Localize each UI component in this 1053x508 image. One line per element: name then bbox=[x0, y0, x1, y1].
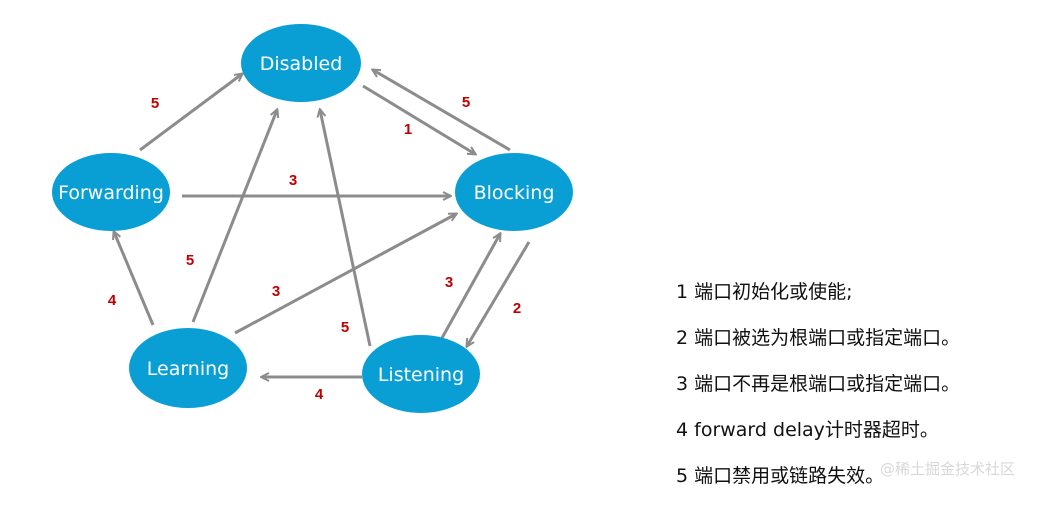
node-listening-label: Listening bbox=[378, 364, 464, 386]
edge-label-disabled-to-blocking: 1 bbox=[404, 121, 412, 138]
legend-item-3: 3 端口不再是根端口或指定端口。 bbox=[676, 373, 961, 395]
node-learning-label: Learning bbox=[147, 358, 230, 380]
node-learning: Learning bbox=[129, 328, 247, 408]
edge-label-blocking-to-listening: 2 bbox=[513, 300, 521, 317]
legend-item-2: 2 端口被选为根端口或指定端口。 bbox=[676, 327, 961, 349]
edge-listening-to-blocking bbox=[440, 234, 500, 339]
edge-label-learning-to-forwarding: 4 bbox=[108, 292, 117, 309]
edge-label-listening-to-disabled: 5 bbox=[341, 319, 349, 336]
stp-state-diagram: 5 1 5 3 5 5 3 4 3 2 4 Disabled Forwardin… bbox=[52, 24, 573, 413]
node-disabled: Disabled bbox=[241, 24, 361, 102]
legend-item-4: 4 forward delay计时器超时。 bbox=[676, 419, 939, 441]
node-forwarding: Forwarding bbox=[52, 153, 170, 231]
edge-label-blocking-to-disabled: 5 bbox=[462, 94, 470, 111]
node-blocking: Blocking bbox=[455, 153, 573, 231]
node-learning-shape bbox=[129, 328, 247, 408]
edge-label-listening-to-learning: 4 bbox=[315, 386, 324, 403]
node-disabled-label: Disabled bbox=[260, 53, 343, 75]
node-blocking-label: Blocking bbox=[474, 182, 555, 204]
edge-label-learning-to-disabled: 5 bbox=[186, 252, 194, 269]
edge-label-listening-to-blocking: 3 bbox=[445, 274, 453, 291]
edge-blocking-to-disabled bbox=[373, 70, 511, 152]
edge-label-forwarding-to-blocking: 3 bbox=[289, 172, 297, 189]
edge-labels: 5 1 5 3 5 5 3 4 3 2 4 bbox=[108, 94, 521, 403]
edge-forwarding-to-disabled bbox=[139, 74, 242, 152]
node-blocking-shape bbox=[455, 153, 573, 231]
legend-item-1: 1 端口初始化或使能; bbox=[676, 281, 853, 303]
watermark: @稀土掘金技术社区 bbox=[880, 460, 1016, 478]
edge-learning-to-disabled bbox=[191, 110, 277, 323]
node-listening-shape bbox=[362, 335, 480, 413]
edge-disabled-to-blocking bbox=[362, 84, 475, 154]
legend-item-5: 5 端口禁用或链路失效。 bbox=[676, 465, 885, 487]
edge-blocking-to-listening bbox=[467, 241, 531, 346]
edge-label-learning-to-blocking: 3 bbox=[272, 283, 280, 300]
edge-listening-to-disabled bbox=[320, 110, 372, 347]
edge-label-forwarding-to-disabled: 5 bbox=[151, 95, 159, 112]
node-forwarding-label: Forwarding bbox=[58, 182, 164, 204]
node-disabled-shape bbox=[241, 24, 361, 102]
edge-learning-to-blocking bbox=[234, 214, 456, 335]
legend: 1 端口初始化或使能; 2 端口被选为根端口或指定端口。 3 端口不再是根端口或… bbox=[676, 278, 1046, 508]
node-listening: Listening bbox=[362, 335, 480, 413]
nodes: Disabled Forwarding Blocking Learning Li… bbox=[52, 24, 573, 413]
edge-learning-to-forwarding bbox=[114, 232, 155, 326]
node-forwarding-shape bbox=[52, 153, 170, 231]
edges bbox=[114, 70, 531, 377]
